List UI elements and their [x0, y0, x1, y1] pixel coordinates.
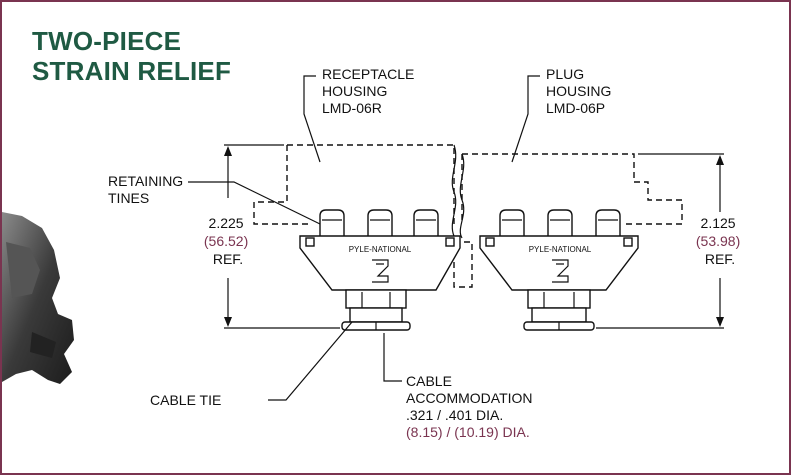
title-line-1: TWO-PIECE: [32, 26, 182, 56]
right-brand-label: PYLE-NATIONAL: [529, 245, 592, 254]
left-dimension: [224, 144, 340, 329]
left-brand-label: PYLE-NATIONAL: [349, 245, 412, 254]
plug-label: PLUG HOUSING LMD-06P: [546, 66, 615, 116]
left-strain-relief: PYLE-NATIONAL: [299, 209, 461, 331]
left-dimension-label: 2.225 (56.52) REF.: [204, 215, 252, 267]
key-outline: [453, 241, 473, 288]
receptacle-label: RECEPTACLE HOUSING LMD-06R: [322, 66, 418, 116]
left-logo-icon: [372, 259, 389, 283]
right-logo-icon: [552, 259, 569, 283]
retaining-tines-label: RETAINING TINES: [108, 173, 187, 206]
right-strain-relief: PYLE-NATIONAL: [479, 209, 639, 331]
right-dimension-label: 2.125 (53.98) REF.: [696, 215, 744, 267]
product-photo: [2, 212, 74, 384]
plug-housing-outline: [461, 153, 683, 225]
right-dimension: [596, 153, 724, 329]
cable-accommodation-label: CABLE ACCOMMODATION .321 / .401 DIA. (8.…: [406, 373, 536, 440]
receptacle-housing-outline: [253, 144, 455, 225]
diagram-title: TWO-PIECE STRAIN RELIEF: [32, 26, 231, 86]
title-line-2: STRAIN RELIEF: [32, 56, 232, 86]
cable-tie-label: CABLE TIE: [150, 392, 221, 408]
break-line: [451, 144, 465, 239]
leader-lines: [188, 75, 540, 401]
